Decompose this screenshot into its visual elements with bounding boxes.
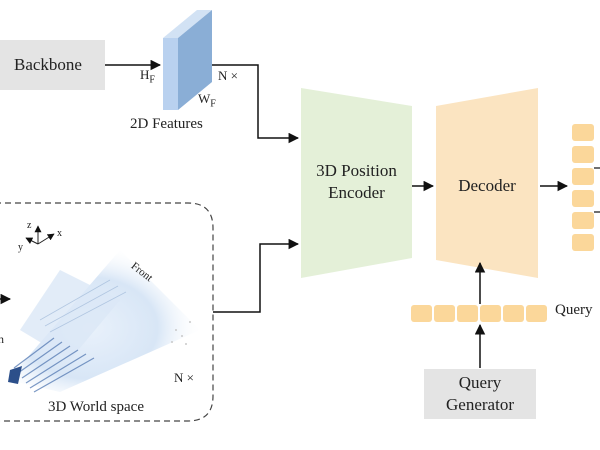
decoder-shape [436,88,538,278]
world-space-border [0,202,214,422]
decoder-label: Decoder [458,176,516,195]
query-tokens [411,305,547,322]
query-token [480,305,501,322]
arrow-features-to-encoder [212,64,300,144]
query-token [434,305,455,322]
arrow-world-to-encoder [213,238,300,313]
query-token [457,305,478,322]
axis-gizmo-icon [25,225,55,245]
query-generator-label: Query Generator [424,372,536,416]
encoder-shape [301,88,412,278]
backbone-box [0,40,105,90]
query-label: Query [555,302,593,318]
feature-map-icon [163,10,212,110]
encoder-label-line1: 3D Position [316,161,397,180]
point-cloud-visual [8,250,200,393]
world-space-label: 3D World space [48,399,144,415]
features-caption: 2D Features [130,116,203,132]
left-letter: n [0,332,4,346]
axis-y-label: y [18,242,23,253]
output-token [572,146,594,163]
query-token [411,305,432,322]
features-w-label: WF [198,91,216,110]
features-w-text: W [198,91,211,106]
axis-z-label: z [27,220,32,231]
features-h-sub: F [149,74,155,86]
features-n-label: N × [218,68,238,83]
output-token [572,168,594,185]
encoder-label: 3D Position Encoder [301,160,412,204]
axis-x-label: x [57,228,62,239]
output-tokens [572,124,594,251]
backbone-label: Backbone [14,55,82,74]
output-token [572,190,594,207]
encoder-label-line2: Encoder [328,183,385,202]
output-token [572,124,594,141]
world-n-label: N × [174,370,194,385]
output-token [572,212,594,229]
query-generator-box [424,369,536,419]
output-token [572,234,594,251]
features-h-text: H [140,67,150,82]
query-generator-line1: Query [458,373,502,392]
features-h-label: HF [140,67,155,86]
features-w-sub: F [210,98,216,110]
query-generator-line2: Generator [446,395,514,414]
query-token [526,305,547,322]
query-token [503,305,524,322]
